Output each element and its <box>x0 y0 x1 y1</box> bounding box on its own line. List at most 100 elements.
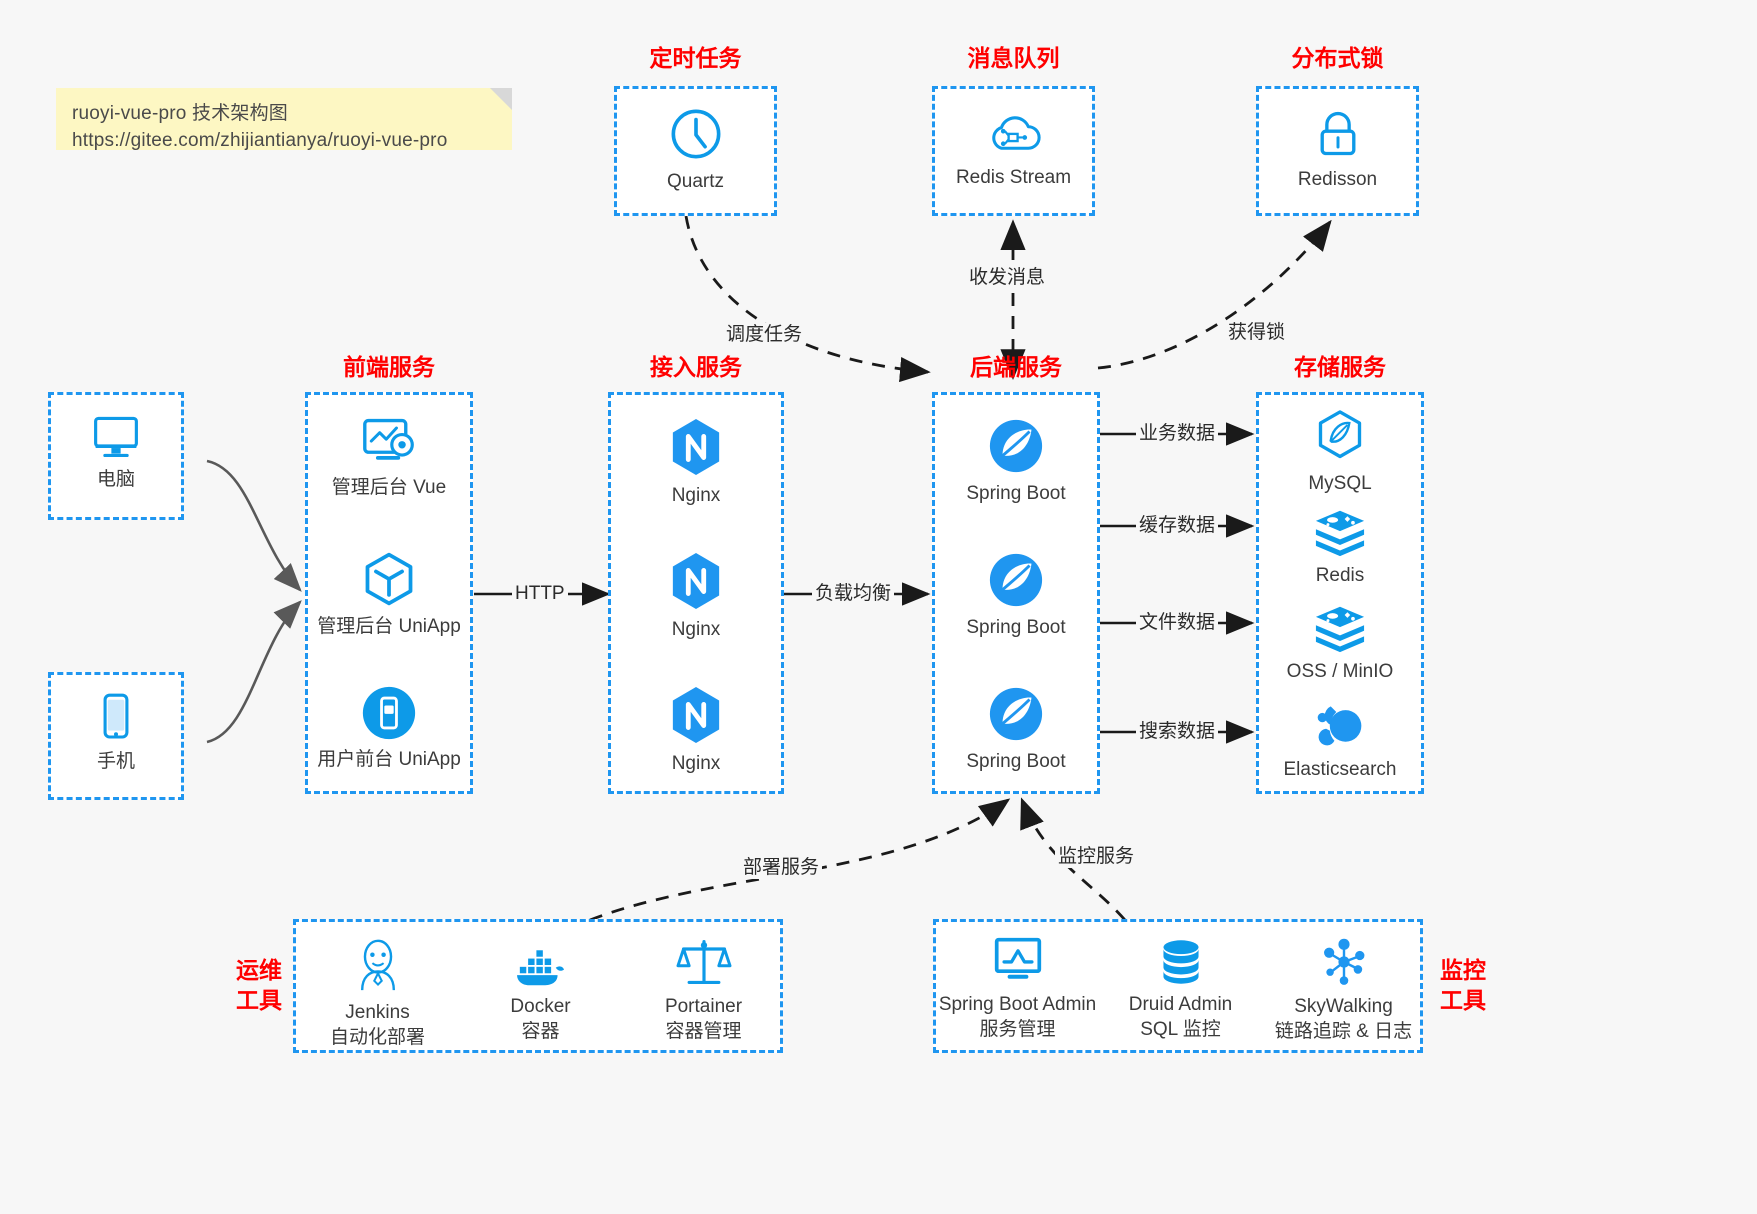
edge-label-deploy-service: 部署服务 <box>740 856 823 879</box>
group-box-backend: Spring Boot Spring Boot Spring Boot <box>932 392 1100 794</box>
node-spring-boot-1[interactable]: Spring Boot <box>935 417 1097 506</box>
lock-icon <box>1259 107 1416 161</box>
node-mysql[interactable]: MySQL <box>1259 409 1421 496</box>
node-sublabel: 服务管理 <box>979 1019 1056 1040</box>
nginx-icon <box>611 551 781 611</box>
edge-label-schedule-task: 调度任务 <box>723 323 806 346</box>
node-admin-uniapp[interactable]: 管理后台 UniApp <box>308 550 470 639</box>
redis-stack-icon <box>1259 507 1421 557</box>
node-label: SkyWalking <box>1294 996 1393 1017</box>
node-redis[interactable]: Redis <box>1259 507 1421 588</box>
edge-label-acquire-lock: 获得锁 <box>1225 321 1289 344</box>
group-title-mq: 消息队列 <box>967 45 1060 71</box>
group-title-scheduler: 定时任务 <box>649 45 742 71</box>
database-stack-icon <box>1099 938 1262 986</box>
node-label: Spring Boot <box>966 617 1066 638</box>
phone-app-icon <box>308 685 470 741</box>
node-jenkins[interactable]: Jenkins 自动化部署 <box>296 936 459 1050</box>
docker-whale-icon <box>459 942 622 988</box>
node-docker[interactable]: Docker 容器 <box>459 942 622 1044</box>
redis-stack-icon <box>1259 603 1421 653</box>
elasticsearch-icon <box>1259 699 1421 751</box>
node-redis-stream[interactable]: Redis Stream <box>935 107 1092 190</box>
note-fold-icon <box>490 88 512 110</box>
node-label: Redis Stream <box>955 167 1072 188</box>
group-title-storage: 存储服务 <box>1294 354 1386 380</box>
node-redisson[interactable]: Redisson <box>1259 107 1416 192</box>
group-box-scheduler: Quartz <box>614 86 777 216</box>
node-label: 用户前台 UniApp <box>317 749 461 770</box>
node-label: Quartz <box>666 171 725 192</box>
node-desktop[interactable]: 电脑 <box>51 411 181 492</box>
node-druid-admin[interactable]: Druid Admin SQL 监控 <box>1099 938 1262 1042</box>
spring-leaf-icon <box>935 417 1097 475</box>
title-note: ruoyi-vue-pro 技术架构图 https://gitee.com/zh… <box>56 88 512 151</box>
group-title-backend: 后端服务 <box>970 354 1062 380</box>
node-label: Docker <box>510 996 571 1017</box>
edge-label-http: HTTP <box>512 582 568 605</box>
node-label: Portainer <box>664 996 743 1017</box>
node-nginx-2[interactable]: Nginx <box>611 551 781 642</box>
edge-label-business-data: 业务数据 <box>1136 422 1219 445</box>
group-title-devops: 运维 工具 <box>230 955 288 1015</box>
node-label: 管理后台 Vue <box>331 477 447 498</box>
jenkins-butler-icon <box>296 936 459 994</box>
spring-leaf-icon <box>935 685 1097 743</box>
edge-label-search-data: 搜索数据 <box>1136 720 1219 743</box>
node-quartz[interactable]: Quartz <box>617 105 774 194</box>
node-spring-boot-admin[interactable]: Spring Boot Admin 服务管理 <box>936 936 1099 1042</box>
node-user-uniapp[interactable]: 用户前台 UniApp <box>308 685 470 772</box>
group-title-lock: 分布式锁 <box>1291 45 1384 71</box>
note-line-1: ruoyi-vue-pro 技术架构图 <box>72 103 289 124</box>
node-admin-vue[interactable]: 管理后台 Vue <box>308 415 470 500</box>
node-sublabel: SQL 监控 <box>1140 1019 1221 1040</box>
node-label: Elasticsearch <box>1283 759 1397 780</box>
edge-label-monitor-service: 监控服务 <box>1055 845 1138 868</box>
devops-title-line-1: 运维 <box>236 957 282 983</box>
node-skywalking[interactable]: SkyWalking 链路追踪 & 日志 <box>1262 936 1425 1044</box>
node-elasticsearch[interactable]: Elasticsearch <box>1259 699 1421 782</box>
node-oss-minio[interactable]: OSS / MinIO <box>1259 603 1421 684</box>
node-sublabel: 容器管理 <box>665 1021 742 1042</box>
nginx-icon <box>611 685 781 745</box>
node-sublabel: 自动化部署 <box>329 1027 425 1048</box>
spring-leaf-icon <box>935 551 1097 609</box>
group-box-monitor: Spring Boot Admin 服务管理 Druid Admin SQL 监… <box>933 919 1423 1053</box>
group-box-frontend: 管理后台 Vue 管理后台 UniApp 用户前台 UniApp <box>305 392 473 794</box>
node-label: MySQL <box>1308 473 1372 494</box>
node-nginx-3[interactable]: Nginx <box>611 685 781 776</box>
group-box-gateway: Nginx Nginx Nginx <box>608 392 784 794</box>
group-title-monitor: 监控 工具 <box>1434 955 1492 1015</box>
skywalking-node-icon <box>1262 936 1425 988</box>
dashboard-gear-icon <box>308 415 470 469</box>
group-box-storage: MySQL Redis <box>1256 392 1424 794</box>
clock-icon <box>617 105 774 163</box>
node-label: Redisson <box>1297 169 1378 190</box>
client-box-desktop: 电脑 <box>48 392 184 520</box>
node-label: Spring Boot <box>966 751 1066 772</box>
nginx-icon <box>611 417 781 477</box>
node-label: Redis <box>1315 565 1365 586</box>
node-label: 管理后台 UniApp <box>317 616 461 637</box>
node-label: Spring Boot <box>966 483 1066 504</box>
node-label: Spring Boot Admin <box>938 994 1097 1015</box>
node-mobile[interactable]: 手机 <box>51 691 181 774</box>
edge-label-send-receive-message: 收发消息 <box>966 266 1049 289</box>
node-label: OSS / MinIO <box>1286 661 1394 682</box>
mysql-dolphin-icon <box>1259 409 1421 465</box>
monitor-title-line-2: 工具 <box>1440 987 1486 1013</box>
client-box-mobile: 手机 <box>48 672 184 800</box>
node-label: Nginx <box>671 753 721 774</box>
node-portainer[interactable]: Portainer 容器管理 <box>622 936 785 1044</box>
mobile-icon <box>51 691 181 743</box>
node-label: 电脑 <box>96 469 135 490</box>
node-nginx-1[interactable]: Nginx <box>611 417 781 508</box>
node-label: 手机 <box>96 751 135 772</box>
node-spring-boot-2[interactable]: Spring Boot <box>935 551 1097 640</box>
node-spring-boot-3[interactable]: Spring Boot <box>935 685 1097 774</box>
edge-label-cache-data: 缓存数据 <box>1136 514 1219 537</box>
scales-icon <box>622 936 785 988</box>
note-line-2: https://gitee.com/zhijiantianya/ruoyi-vu… <box>72 130 448 151</box>
